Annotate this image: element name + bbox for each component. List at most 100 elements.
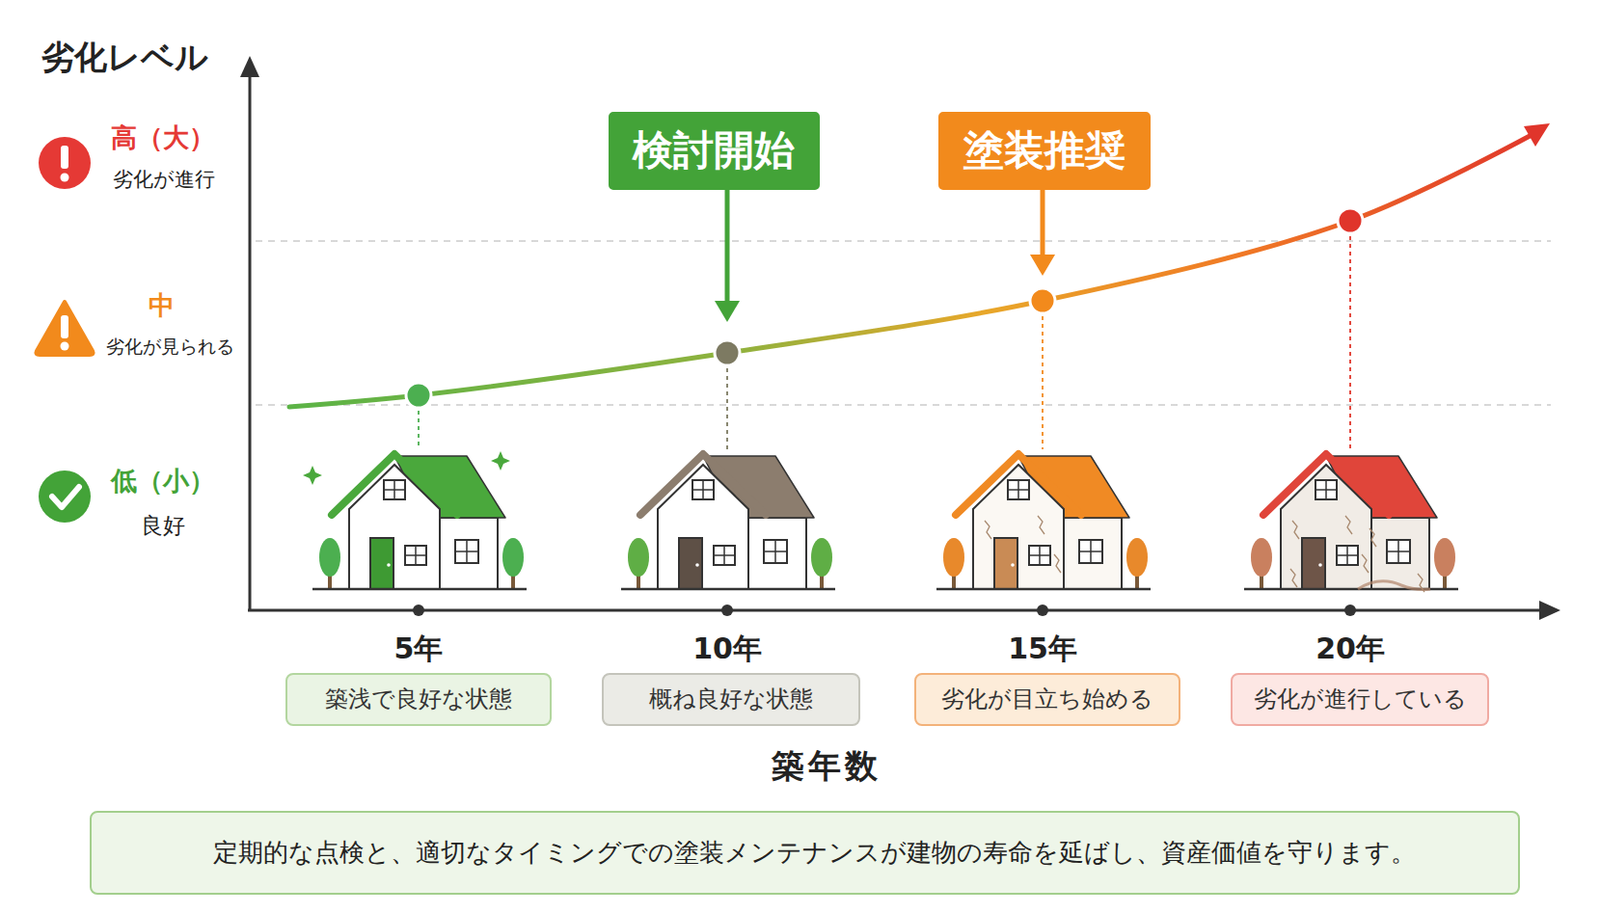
illustration-part: [994, 538, 1018, 590]
illustration-part: [383, 480, 406, 500]
illustration-part: [60, 342, 70, 352]
illustration-part: [38, 136, 91, 190]
illustration-part: [713, 554, 735, 557]
illustration-part: [1301, 538, 1326, 590]
illustration-part: [678, 538, 703, 590]
illustration-part: [943, 538, 965, 577]
high-icon: [38, 136, 91, 190]
deterioration-curve: [289, 135, 1532, 407]
illustration-part: [1345, 515, 1353, 535]
illustration-part: [1079, 540, 1103, 564]
node-text: 塗装推奨: [963, 126, 1126, 175]
house-illustration: [621, 454, 836, 590]
mid-icon: [35, 301, 93, 355]
illustration-part: [302, 465, 323, 486]
illustration-part: [1336, 554, 1358, 557]
low-icon: [38, 470, 91, 523]
drop-line: [1041, 316, 1044, 450]
illustration-part: [455, 540, 479, 564]
illustration-part: [38, 470, 91, 523]
illustration-part: [1292, 520, 1300, 540]
illustration-part: [936, 588, 1151, 592]
illustration-part: [1030, 254, 1056, 276]
illustration-part: [1029, 554, 1051, 557]
illustration-part: [1029, 545, 1051, 566]
illustration-part: [811, 538, 833, 577]
illustration-part: [621, 588, 836, 592]
x-axis-head: [1539, 600, 1561, 621]
node-text: 定期的な点検と、適切なタイミングでの塗装メンテナンスが建物の寿命を延ばし、資産価…: [213, 838, 1416, 868]
illustration-part: [627, 538, 650, 577]
illustration-part: [725, 189, 731, 303]
note-box: 定期的な点検と、適切なタイミングでの塗装メンテナンスが建物の寿命を延ばし、資産価…: [89, 811, 1520, 895]
illustration-part: [1290, 569, 1298, 588]
level-label: 低（小）: [110, 465, 216, 496]
curve-point: [714, 340, 740, 366]
level-label: 劣化が進行: [112, 167, 216, 191]
illustration-part: [383, 488, 406, 491]
curve-and-houses: [289, 123, 1550, 593]
illustration-part: [695, 563, 700, 568]
illustration-part: [331, 454, 458, 516]
illustration-part: [692, 480, 714, 500]
house-illustration: [1244, 454, 1459, 593]
illustration-part: [1126, 538, 1148, 577]
level-label: 中: [148, 290, 175, 321]
axis-tick: [412, 604, 425, 617]
illustration-part: [692, 488, 714, 491]
house-illustration: [936, 454, 1151, 590]
y-axis: [248, 75, 252, 611]
illustration-part: [370, 538, 394, 590]
callout-box: 検討開始: [608, 111, 820, 190]
level-label: 劣化が見られる: [106, 336, 235, 358]
illustration-part: [490, 451, 511, 471]
illustration-part: [455, 550, 479, 553]
axis-title: 築年数: [771, 747, 882, 786]
illustration-part: [1079, 550, 1103, 553]
level-label: 良好: [140, 513, 186, 539]
axis-tick: [721, 604, 733, 617]
illustration-part: [1336, 545, 1358, 566]
illustration-part: [640, 454, 766, 516]
status-pill: 築浅で良好な状態: [285, 673, 552, 727]
level-gridline: [255, 404, 1551, 407]
illustration-part: [763, 540, 787, 564]
drop-line: [417, 410, 420, 450]
year-label: 5年: [394, 632, 444, 667]
illustration-part: [1054, 554, 1061, 573]
illustration-part: [319, 538, 341, 577]
illustration-part: [763, 550, 787, 553]
year-label: 10年: [692, 632, 762, 667]
axis-tick: [1344, 604, 1356, 617]
illustration-part: [35, 301, 93, 355]
level-gridline: [255, 240, 1551, 243]
illustration-part: [1361, 554, 1369, 573]
node-text: 劣化が目立ち始める: [941, 685, 1154, 714]
house-illustration: [302, 451, 527, 590]
illustration-part: [52, 487, 80, 508]
callout-arrow: [714, 189, 740, 323]
status-pill: 劣化が目立ち始める: [914, 673, 1181, 727]
illustration-part: [60, 173, 70, 183]
node-text: 築浅で良好な状態: [325, 685, 513, 714]
status-pill: 劣化が進行している: [1230, 673, 1490, 727]
level-label: 劣化レベル: [41, 38, 209, 77]
year-label: 15年: [1007, 632, 1078, 667]
curve-point: [1030, 288, 1056, 314]
node-text: 劣化が進行している: [1253, 685, 1467, 714]
illustration-part: [955, 454, 1082, 516]
illustration-part: [502, 538, 524, 577]
year-label: 20年: [1315, 632, 1385, 667]
illustration-part: [1434, 538, 1456, 577]
illustration-part: [312, 588, 527, 592]
callout-box: 塗装推奨: [938, 111, 1151, 190]
illustration-part: [1263, 454, 1389, 516]
y-axis-head: [240, 55, 260, 78]
illustration-part: [1386, 550, 1411, 553]
node-text: 検討開始: [632, 126, 795, 175]
illustration-part: [1007, 480, 1030, 500]
illustration-part: [1318, 563, 1323, 568]
illustration-part: [1315, 488, 1337, 491]
illustration-part: [713, 545, 735, 566]
